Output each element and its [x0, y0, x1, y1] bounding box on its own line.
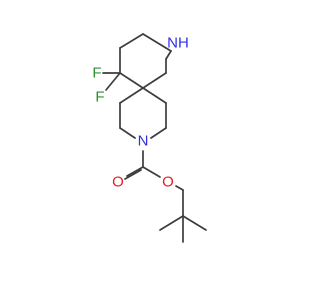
bond — [142, 33, 167, 49]
bond — [165, 50, 172, 60]
fluorine-label-lower: F — [95, 89, 104, 106]
carbonyl-oxygen-label: O — [112, 174, 124, 191]
bond — [124, 169, 142, 180]
molecule-structure: NH N O O F F — [92, 33, 207, 243]
bond — [142, 166, 161, 178]
bond — [142, 72, 167, 89]
bond — [119, 33, 144, 49]
bond — [159, 215, 184, 231]
fluorine-label-upper: F — [92, 65, 101, 82]
ester-oxygen-label: O — [162, 174, 174, 191]
nh-label: NH — [167, 35, 189, 52]
bond — [119, 87, 144, 104]
bond — [182, 215, 207, 231]
bond — [119, 127, 136, 139]
bond — [142, 87, 167, 104]
bond — [165, 47, 172, 52]
bond — [119, 72, 144, 89]
bond — [105, 72, 121, 91]
bond — [175, 185, 184, 191]
bond — [126, 166, 144, 177]
nitrogen-label: N — [138, 133, 149, 150]
bond — [150, 127, 167, 139]
